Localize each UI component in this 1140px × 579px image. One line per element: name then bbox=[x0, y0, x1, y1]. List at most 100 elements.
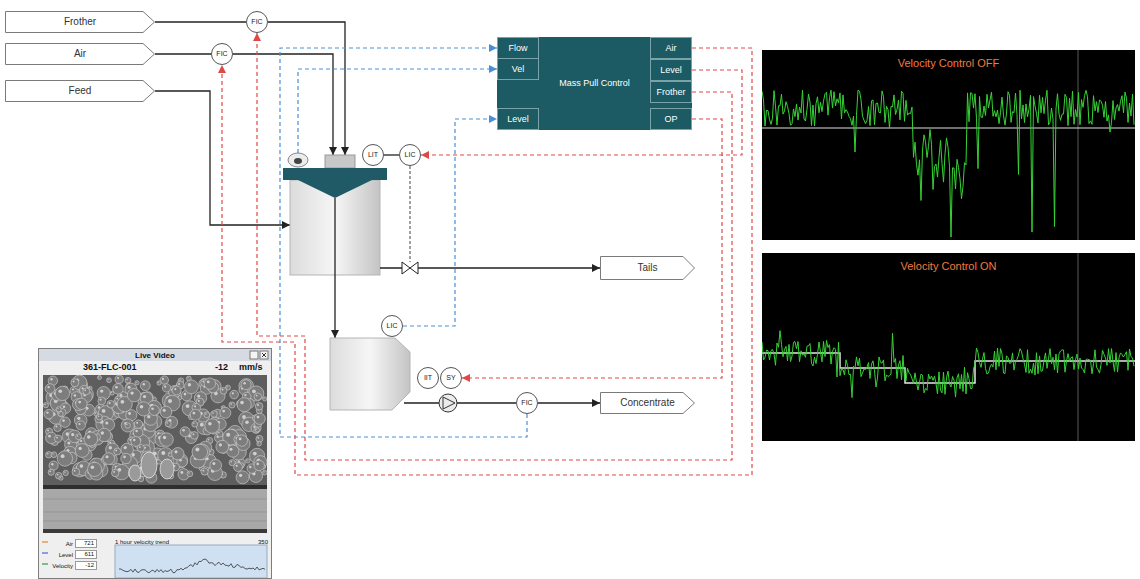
bubble-highlight bbox=[249, 466, 251, 468]
bubble-highlight bbox=[143, 383, 145, 385]
instrument-tag: LIT bbox=[368, 151, 378, 159]
bubble-highlight bbox=[222, 389, 224, 391]
process-line bbox=[538, 402, 600, 403]
froth-bubble bbox=[191, 432, 199, 440]
froth-image bbox=[43, 375, 267, 533]
control-valve bbox=[402, 262, 418, 274]
froth-bubble bbox=[56, 407, 61, 412]
froth-bubble bbox=[166, 416, 178, 428]
bubble-highlight bbox=[140, 405, 144, 409]
bubble-highlight bbox=[80, 464, 84, 468]
instrument-bubble: LIC bbox=[381, 315, 403, 337]
froth-bubble bbox=[220, 387, 227, 394]
text-holder: Air bbox=[66, 538, 73, 548]
bubble-highlight bbox=[72, 389, 74, 391]
froth-bubble bbox=[140, 381, 150, 391]
froth-bubble bbox=[76, 434, 82, 440]
froth-bubble bbox=[121, 453, 131, 463]
froth-bubble bbox=[57, 451, 72, 466]
velocity-unit: mm/s bbox=[239, 362, 263, 372]
bubble-highlight bbox=[116, 398, 118, 400]
froth-bubble bbox=[125, 378, 131, 384]
froth-bubble bbox=[149, 405, 159, 415]
port-label: Level bbox=[507, 114, 529, 124]
stream-outline bbox=[6, 12, 155, 33]
bubble-highlight bbox=[113, 471, 115, 473]
bubble-highlight bbox=[47, 430, 49, 432]
instrument-tag: IIT bbox=[424, 374, 432, 382]
trend-chart: Velocity Control OFF bbox=[762, 50, 1135, 240]
text-holder: 611 bbox=[75, 548, 97, 559]
bubble-highlight bbox=[252, 389, 256, 393]
trend-plot bbox=[762, 253, 1135, 441]
mini-trend-line bbox=[119, 559, 265, 573]
bubble-highlight bbox=[64, 471, 65, 472]
bubble-highlight bbox=[163, 436, 166, 439]
bubble-highlight bbox=[98, 416, 99, 417]
chart-title: Velocity Control ON bbox=[901, 260, 997, 273]
froth-bubble bbox=[76, 398, 87, 409]
bubble-highlight bbox=[117, 377, 119, 379]
block-title: Mass Pull Control bbox=[559, 78, 630, 88]
froth-bubble bbox=[45, 384, 55, 394]
velocity-trace bbox=[762, 90, 1134, 237]
stream-outline bbox=[6, 44, 155, 65]
port-label: Level bbox=[660, 65, 682, 75]
concentrate-pipe bbox=[334, 198, 335, 338]
froth-bubble bbox=[220, 407, 231, 418]
instrument-tag: FIC bbox=[521, 399, 532, 407]
stream-arrow: Feed bbox=[5, 80, 155, 102]
bubble-highlight bbox=[193, 433, 195, 435]
instrument-tag: LIC bbox=[387, 322, 398, 330]
bubble-highlight bbox=[147, 415, 150, 418]
froth-bubble bbox=[216, 440, 229, 453]
bubble-highlight bbox=[102, 409, 106, 413]
bubble-highlight bbox=[208, 422, 212, 426]
bubble-highlight bbox=[50, 471, 52, 473]
froth-bubble bbox=[103, 453, 115, 465]
velocity-signal bbox=[298, 69, 497, 153]
froth-bubble bbox=[254, 460, 264, 470]
froth-bubble bbox=[172, 448, 184, 460]
bubble-highlight bbox=[50, 378, 52, 380]
froth-bubble bbox=[51, 452, 57, 458]
bubble-highlight bbox=[245, 421, 249, 425]
froth-bubble bbox=[113, 384, 124, 395]
air-pipe bbox=[233, 54, 333, 155]
froth-bubble bbox=[187, 471, 193, 477]
instrument-bubble: LIT bbox=[362, 144, 384, 166]
bubble-highlight bbox=[62, 419, 65, 422]
bubble-highlight bbox=[128, 386, 131, 389]
instrument-tag: LIC bbox=[405, 151, 416, 159]
froth-bubble bbox=[217, 431, 223, 437]
bubble-highlight bbox=[174, 450, 177, 453]
launder-lip bbox=[43, 489, 267, 529]
launder-lip bbox=[43, 499, 267, 521]
legend-line bbox=[42, 552, 48, 553]
instrument-tag: FIC bbox=[251, 18, 262, 26]
bubble-highlight bbox=[207, 381, 210, 384]
bubble-highlight bbox=[78, 447, 81, 450]
bubble-highlight bbox=[257, 416, 260, 419]
bubble-highlight bbox=[95, 413, 96, 414]
bubble-highlight bbox=[264, 398, 265, 399]
bubble-highlight bbox=[48, 435, 51, 438]
signal-line bbox=[222, 48, 752, 475]
froth-bubble bbox=[263, 397, 267, 401]
bubble-highlight bbox=[158, 382, 159, 383]
stream-label: Tails bbox=[637, 262, 657, 274]
bubble-highlight bbox=[91, 465, 95, 469]
bubble-highlight bbox=[181, 471, 184, 474]
stream-label: Air bbox=[74, 48, 86, 60]
bubble-highlight bbox=[44, 404, 45, 405]
froth-bubble bbox=[236, 435, 247, 446]
text-holder: Live Video bbox=[135, 350, 175, 360]
froth-bubble bbox=[133, 428, 143, 438]
bubble-highlight bbox=[167, 422, 168, 423]
bubble-highlight bbox=[236, 465, 238, 467]
froth-bubble bbox=[75, 444, 89, 458]
bubble-highlight bbox=[244, 394, 246, 396]
trend-label: Level bbox=[59, 552, 73, 559]
pump-symbol bbox=[443, 397, 455, 409]
pump-pipe bbox=[404, 402, 516, 403]
